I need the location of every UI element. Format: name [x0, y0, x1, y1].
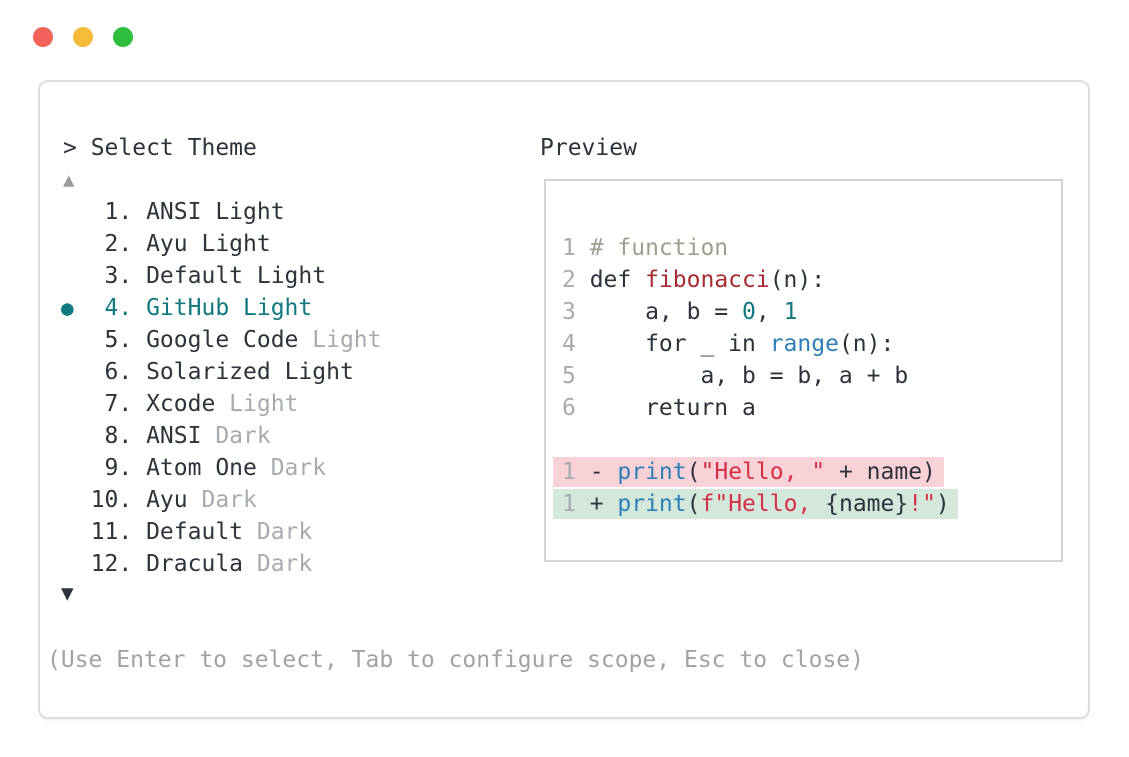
theme-list-item[interactable]: 3. Default Light: [63, 260, 382, 292]
theme-variant: Light: [229, 391, 299, 417]
theme-number: 10.: [90, 487, 133, 513]
diff-added-line: 1+ print(f"Hello, {name}!"): [553, 488, 958, 520]
theme-number: 5.: [104, 327, 133, 353]
theme-variant: Dark: [215, 423, 271, 449]
code-line: 5 a, b = b, a + b: [553, 360, 958, 392]
theme-variant: Dark: [256, 519, 313, 545]
line-number: 5: [562, 363, 576, 389]
theme-name: Dracula Dark: [146, 551, 313, 577]
line-number: 1: [562, 491, 576, 517]
theme-list-item[interactable]: 5. Google Code Light: [63, 324, 382, 356]
theme-number: 9.: [104, 455, 133, 481]
theme-number: 8.: [104, 423, 133, 449]
theme-list-item[interactable]: 6. Solarized Light: [63, 356, 382, 388]
preview-title: Preview: [540, 135, 637, 161]
theme-variant: Dark: [270, 455, 327, 481]
close-button[interactable]: [33, 27, 53, 47]
prompt-label: > Select Theme: [63, 135, 257, 161]
theme-list-item[interactable]: 1. ANSI Light: [63, 196, 382, 228]
theme-name: GitHub Light: [146, 295, 313, 321]
theme-number: 6.: [104, 359, 133, 385]
theme-variant: Light: [201, 231, 271, 257]
theme-list-item[interactable]: 7. Xcode Light: [63, 388, 382, 420]
theme-name: ANSI Dark: [146, 423, 271, 449]
theme-name: Default Light: [146, 263, 327, 289]
theme-picker-dialog: > Select Theme Preview ▲ 1. ANSI Light 2. A…: [38, 80, 1090, 719]
theme-list-item[interactable]: 12. Dracula Dark: [63, 548, 382, 580]
window-controls: [33, 27, 133, 47]
theme-list-item[interactable]: 10. Ayu Dark: [63, 484, 382, 516]
theme-list-item[interactable]: 11. Default Dark: [63, 516, 382, 548]
line-number: 4: [562, 331, 576, 357]
code-line: 6 return a: [553, 392, 958, 424]
scroll-down-icon[interactable]: ▼: [61, 581, 74, 605]
line-number: 6: [562, 395, 576, 421]
theme-name: Ayu Light: [146, 231, 271, 257]
line-number: 1: [562, 459, 576, 485]
theme-variant: Dark: [201, 487, 257, 513]
code-line: 1# function: [553, 232, 958, 264]
theme-name: Default Dark: [146, 519, 313, 545]
theme-name: ANSI Light: [146, 199, 285, 225]
theme-list-item[interactable]: 8. ANSI Dark: [63, 420, 382, 452]
code-line: 4 for _ in range(n):: [553, 328, 958, 360]
theme-variant: Light: [312, 327, 382, 353]
theme-name: Ayu Dark: [146, 487, 257, 513]
keyboard-hint: (Use Enter to select, Tab to configure s…: [47, 647, 864, 673]
theme-name: Xcode Light: [146, 391, 299, 417]
theme-list: 1. ANSI Light 2. Ayu Light 3. Default Light ● 4…: [61, 196, 382, 580]
theme-number: 11.: [90, 519, 133, 545]
line-number: 1: [562, 235, 576, 261]
theme-variant: Light: [284, 359, 354, 385]
theme-name: Google Code Light: [146, 327, 382, 353]
theme-list-item[interactable]: 9. Atom One Dark: [63, 452, 382, 484]
theme-variant: Light: [215, 199, 285, 225]
diff-removed-line: 1- print("Hello, " + name): [553, 456, 958, 488]
code-line: 3 a, b = 0, 1: [553, 296, 958, 328]
theme-list-item[interactable]: 2. Ayu Light: [63, 228, 382, 260]
selected-indicator-icon: ●: [61, 296, 74, 320]
theme-number: 3.: [104, 263, 133, 289]
theme-variant: Dark: [256, 551, 313, 577]
theme-variant: Light: [243, 295, 313, 321]
line-number: 3: [562, 299, 576, 325]
theme-variant: Light: [256, 263, 327, 289]
line-number: 2: [562, 267, 576, 293]
minimize-button[interactable]: [73, 27, 93, 47]
zoom-button[interactable]: [113, 27, 133, 47]
theme-number: 1.: [104, 199, 133, 225]
theme-number: 12.: [90, 551, 133, 577]
theme-name: Solarized Light: [146, 359, 354, 385]
theme-name: Atom One Dark: [146, 455, 327, 481]
theme-list-item[interactable]: ● 4. GitHub Light: [61, 292, 382, 324]
theme-number: 7.: [104, 391, 133, 417]
theme-number: 2.: [104, 231, 133, 257]
code-line: [553, 424, 958, 456]
theme-number: 4.: [104, 295, 133, 321]
scroll-up-icon[interactable]: ▲: [63, 169, 75, 191]
